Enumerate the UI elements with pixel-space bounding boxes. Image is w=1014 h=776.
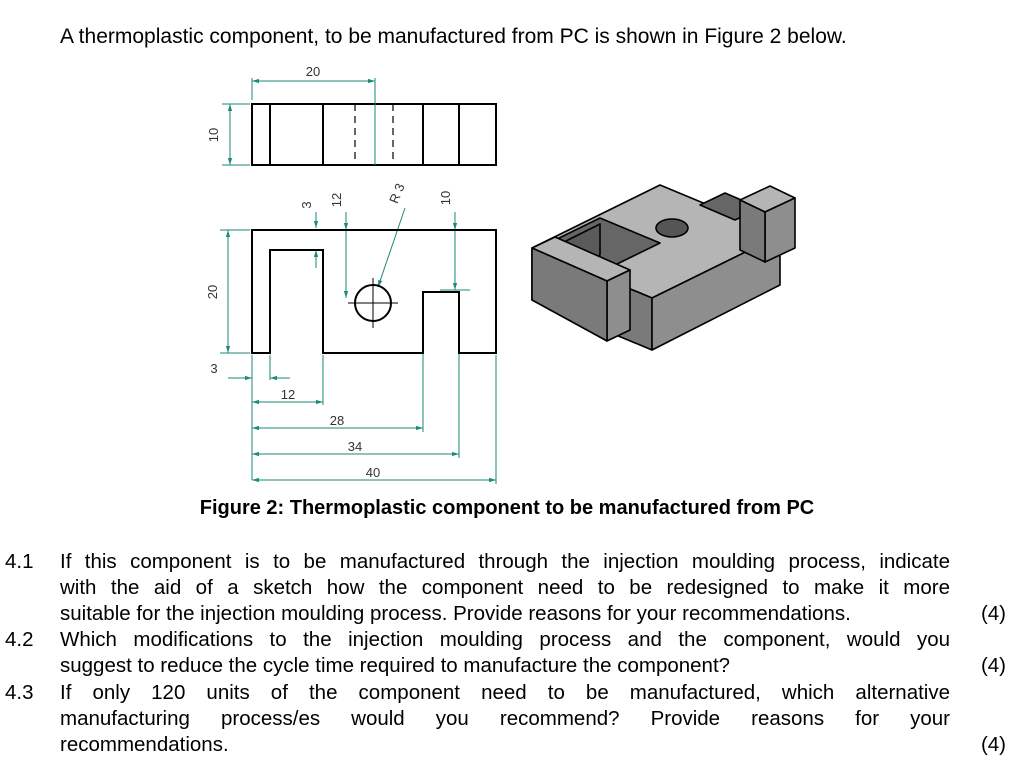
question-line: If only 120 units of the component need … xyxy=(60,681,950,704)
dim-40: 40 xyxy=(366,465,380,480)
isometric-view xyxy=(531,184,796,351)
question-text: If only 120 units of the component need … xyxy=(60,680,950,758)
question-line: If this component is to be manufactured … xyxy=(60,550,950,573)
intro-text: A thermoplastic component, to be manufac… xyxy=(60,25,847,48)
top-view xyxy=(251,103,497,166)
dim-3-left: 3 xyxy=(210,361,217,376)
question-text: Which modifications to the injection mou… xyxy=(60,627,950,679)
dim-front-height: 20 xyxy=(205,285,220,299)
question-line: suggest to reduce the cycle time require… xyxy=(60,654,731,677)
question-line: recommendations. xyxy=(60,733,229,756)
dim-28: 28 xyxy=(330,413,344,428)
question-line: suitable for the injection moulding proc… xyxy=(60,602,851,625)
dim-top-width: 20 xyxy=(306,64,320,79)
question-line: manufacturing process/es would you recom… xyxy=(60,707,950,730)
question-line: Which modifications to the injection mou… xyxy=(60,628,950,651)
front-view xyxy=(251,229,497,354)
figure-caption: Figure 2: Thermoplastic component to be … xyxy=(199,497,815,519)
question-number: 4.3 xyxy=(5,681,34,704)
question-number: 4.2 xyxy=(5,628,34,651)
dimension-lines xyxy=(220,78,497,484)
dim-12: 12 xyxy=(281,387,295,402)
dim-3-top: 3 xyxy=(299,201,314,208)
dim-top-height: 10 xyxy=(206,128,221,142)
dimension-labels: 20 10 3 12 R 3 10 20 3 12 28 34 40 xyxy=(205,64,453,480)
question-marks: (4) xyxy=(980,733,1006,756)
question-marks: (4) xyxy=(980,654,1006,677)
question-line: with the aid of a sketch how the compone… xyxy=(60,576,950,599)
dim-12-top: 12 xyxy=(329,193,344,207)
dim-10-right: 10 xyxy=(438,191,453,205)
engineering-drawing: 20 10 3 12 R 3 10 20 3 12 28 34 40 xyxy=(205,64,796,484)
dim-radius: R 3 xyxy=(386,181,407,205)
dim-34: 34 xyxy=(348,439,362,454)
question-marks: (4) xyxy=(980,602,1006,625)
question-text: If this component is to be manufactured … xyxy=(60,549,950,627)
question-number: 4.1 xyxy=(5,550,34,573)
